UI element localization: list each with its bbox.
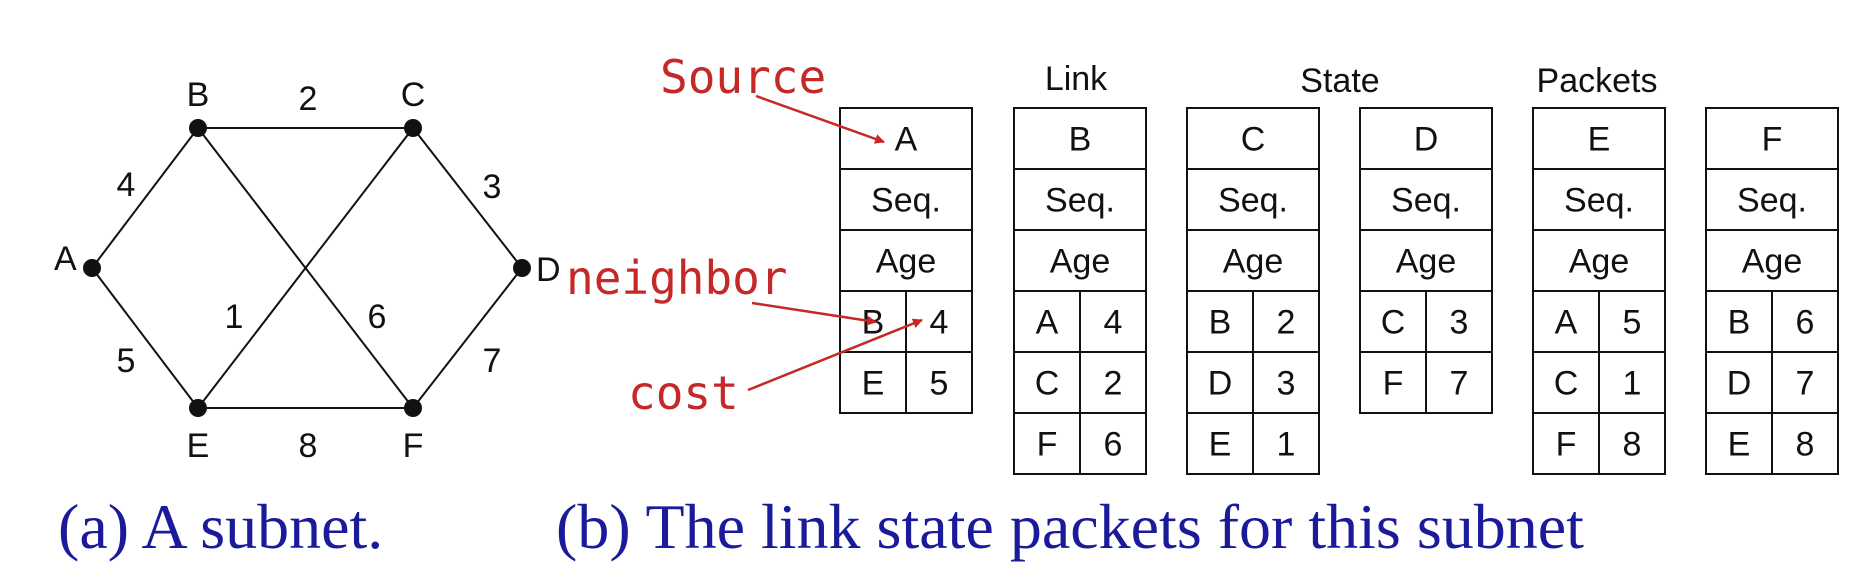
packet-f-age: Age	[1742, 243, 1803, 281]
packet-e-neighbor: F	[1556, 426, 1577, 464]
packet-d-neighbor: C	[1381, 304, 1406, 342]
subnet-edge-costs: 4 2 3 5 1 6 7 8	[117, 80, 502, 465]
packet-c-neighbor: D	[1208, 365, 1233, 403]
subnet-nodes: A B C D E F	[54, 76, 561, 465]
header-word-packets: Packets	[1537, 62, 1658, 100]
packet-f-neighbor: E	[1728, 426, 1751, 464]
header-word-link: Link	[1045, 60, 1108, 98]
packet-c-neighbor: B	[1209, 304, 1232, 342]
packet-b-seq: Seq.	[1045, 182, 1115, 220]
packet-c-source: C	[1241, 121, 1266, 159]
node-c-label: C	[401, 76, 426, 114]
packet-f-source: F	[1762, 121, 1783, 159]
packet-e-age: Age	[1569, 243, 1630, 281]
edge-cost-a-b: 4	[117, 166, 136, 204]
packet-b-cost: 6	[1104, 426, 1123, 464]
node-d-dot	[513, 259, 531, 277]
edge-a-e	[91, 267, 199, 409]
packet-e-cost: 8	[1623, 426, 1642, 464]
edge-cost-c-d: 3	[483, 168, 502, 206]
packet-c-cost: 3	[1277, 365, 1296, 403]
annotation-source: Source	[660, 50, 826, 104]
node-a-dot	[83, 259, 101, 277]
packet-b-neighbor: F	[1037, 426, 1058, 464]
node-e-label: E	[187, 427, 210, 465]
subnet-edges	[91, 127, 523, 409]
packet-b-age: Age	[1050, 243, 1111, 281]
packet-d-seq: Seq.	[1391, 182, 1461, 220]
subnet-graph: 4 2 3 5 1 6 7 8 A B C D E F	[54, 76, 561, 465]
packet-c-age: Age	[1223, 243, 1284, 281]
node-f-label: F	[403, 427, 424, 465]
packets-header: Link State Packets	[1045, 60, 1658, 100]
edge-cost-b-f: 6	[368, 298, 387, 336]
node-d-label: D	[536, 251, 561, 289]
packet-e-seq: Seq.	[1564, 182, 1634, 220]
packet-b-source: B	[1069, 121, 1092, 159]
packet-f-cost: 7	[1796, 365, 1815, 403]
edge-cost-b-c: 2	[299, 80, 318, 118]
packet-a-age: Age	[876, 243, 937, 281]
packet-f-seq: Seq.	[1737, 182, 1807, 220]
packet-e-cost: 1	[1623, 365, 1642, 403]
packet-d-age: Age	[1396, 243, 1457, 281]
packet-b-neighbor: A	[1036, 304, 1059, 342]
packet-f-cost: 6	[1796, 304, 1815, 342]
caption-a: (a) A subnet.	[58, 491, 383, 562]
packet-f-cost: 8	[1796, 426, 1815, 464]
packet-a-source: A	[895, 121, 918, 159]
edge-cost-d-f: 7	[483, 342, 502, 380]
packet-a-neighbor: E	[862, 365, 885, 403]
packet-f-neighbor: B	[1728, 304, 1751, 342]
packet-e-cost: 5	[1623, 304, 1642, 342]
edge-cost-e-c: 1	[225, 298, 244, 336]
packet-e-neighbor: C	[1554, 365, 1579, 403]
packet-c-cost: 2	[1277, 304, 1296, 342]
packet-e-source: E	[1588, 121, 1611, 159]
node-a-label: A	[54, 240, 77, 278]
node-f-dot	[404, 399, 422, 417]
packet-c-seq: Seq.	[1218, 182, 1288, 220]
packet-d-neighbor: F	[1383, 365, 1404, 403]
edge-b-f	[197, 127, 414, 409]
node-e-dot	[189, 399, 207, 417]
packet-c-neighbor: E	[1209, 426, 1232, 464]
packet-f-neighbor: D	[1727, 365, 1752, 403]
neighbor-arrow	[751, 301, 877, 326]
packet-c-cost: 1	[1277, 426, 1296, 464]
node-b-dot	[189, 119, 207, 137]
packet-d-cost: 3	[1450, 304, 1469, 342]
edge-a-b	[91, 127, 199, 269]
packet-d-source: D	[1414, 121, 1439, 159]
edge-cost-e-f: 8	[299, 427, 318, 465]
annotations: Source neighbor cost	[566, 50, 923, 420]
packet-b-neighbor: C	[1035, 365, 1060, 403]
header-word-state: State	[1300, 62, 1379, 100]
cost-arrow	[747, 318, 923, 392]
source-arrow	[755, 94, 885, 144]
edge-cost-a-e: 5	[117, 342, 136, 380]
packet-b-cost: 4	[1104, 304, 1123, 342]
packet-b-cost: 2	[1104, 365, 1123, 403]
caption-b: (b) The link state packets for this subn…	[556, 491, 1584, 562]
packet-d-cost: 7	[1450, 365, 1469, 403]
edge-d-f	[412, 267, 523, 409]
edge-c-d	[412, 127, 523, 269]
packet-a-seq: Seq.	[871, 182, 941, 220]
packet-a-cost: 5	[930, 365, 949, 403]
packet-a-cost: 4	[930, 304, 949, 342]
node-c-dot	[404, 119, 422, 137]
annotation-neighbor: neighbor	[566, 251, 788, 305]
packet-e-neighbor: A	[1555, 304, 1578, 342]
node-b-label: B	[187, 76, 210, 114]
annotation-cost: cost	[628, 366, 739, 420]
